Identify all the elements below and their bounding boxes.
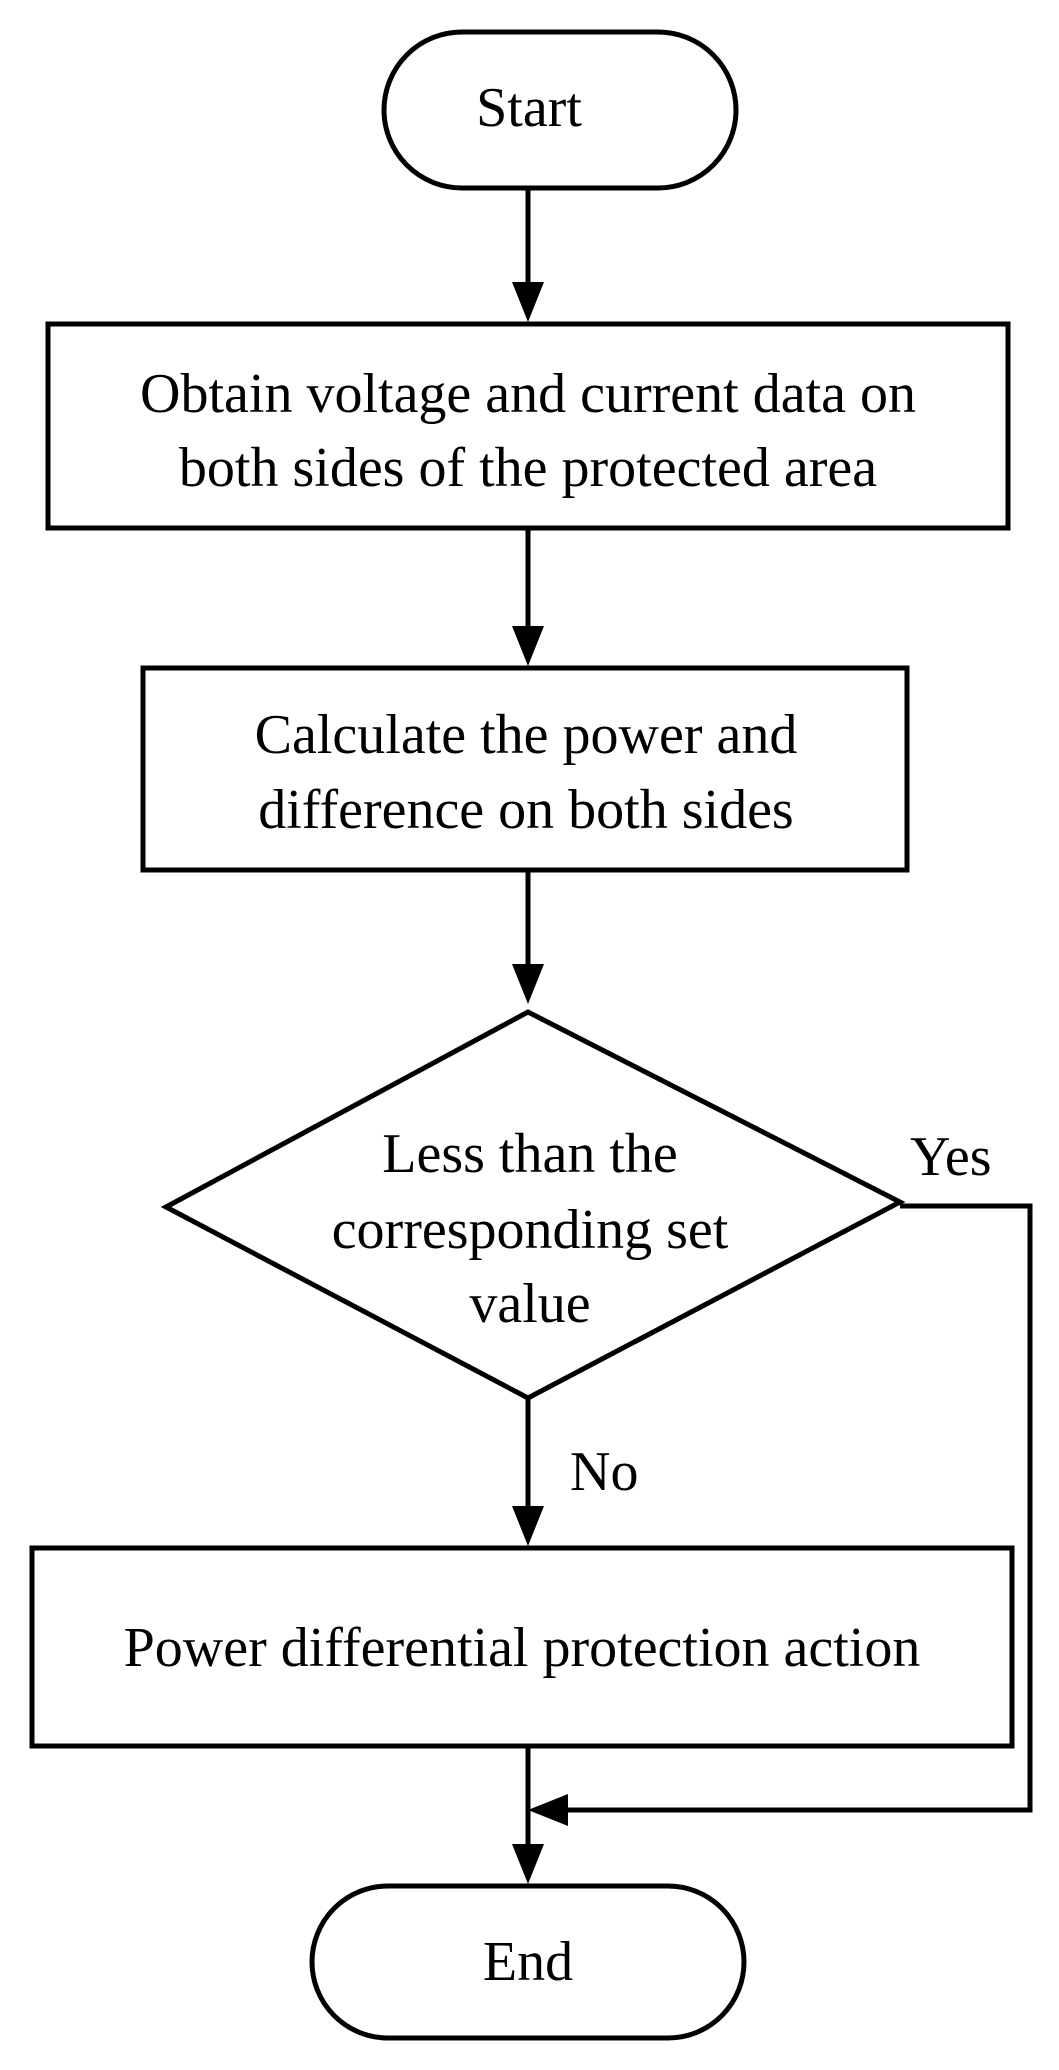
protection-action-step: Power differential protection action	[29, 1545, 1015, 1749]
start-label: Start	[476, 77, 582, 139]
arrow-decision-to-action	[512, 1398, 544, 1546]
decision-label-line3: value	[469, 1273, 590, 1335]
decision-label-line2: corresponding set	[332, 1199, 729, 1261]
obtain-data-label-line2: both sides of the protected area	[179, 437, 877, 499]
end-terminal: End	[309, 1883, 747, 2041]
end-label: End	[483, 1931, 573, 1993]
arrow-action-to-end	[512, 1746, 544, 1884]
calculate-power-label-line2: difference on both sides	[258, 779, 793, 841]
obtain-data-step: Obtain voltage and current data on both …	[45, 321, 1011, 531]
arrow-calculate-to-decision	[512, 870, 544, 1004]
calculate-power-step: Calculate the power and difference on bo…	[140, 665, 910, 873]
arrow-obtain-to-calculate	[512, 528, 544, 666]
no-branch-label: No	[570, 1441, 638, 1503]
obtain-data-label-line1: Obtain voltage and current data on	[140, 363, 916, 425]
protection-action-label: Power differential protection action	[124, 1617, 921, 1679]
yes-branch-label: Yes	[910, 1126, 991, 1188]
arrow-start-to-obtain	[512, 188, 544, 322]
start-terminal: Start	[381, 29, 739, 191]
decision-label-line1: Less than the	[382, 1123, 677, 1185]
connector-yes-path	[528, 1203, 1033, 1826]
calculate-power-label-line1: Calculate the power and	[255, 704, 798, 766]
threshold-decision: Less than the corresponding set value	[160, 1009, 906, 1401]
